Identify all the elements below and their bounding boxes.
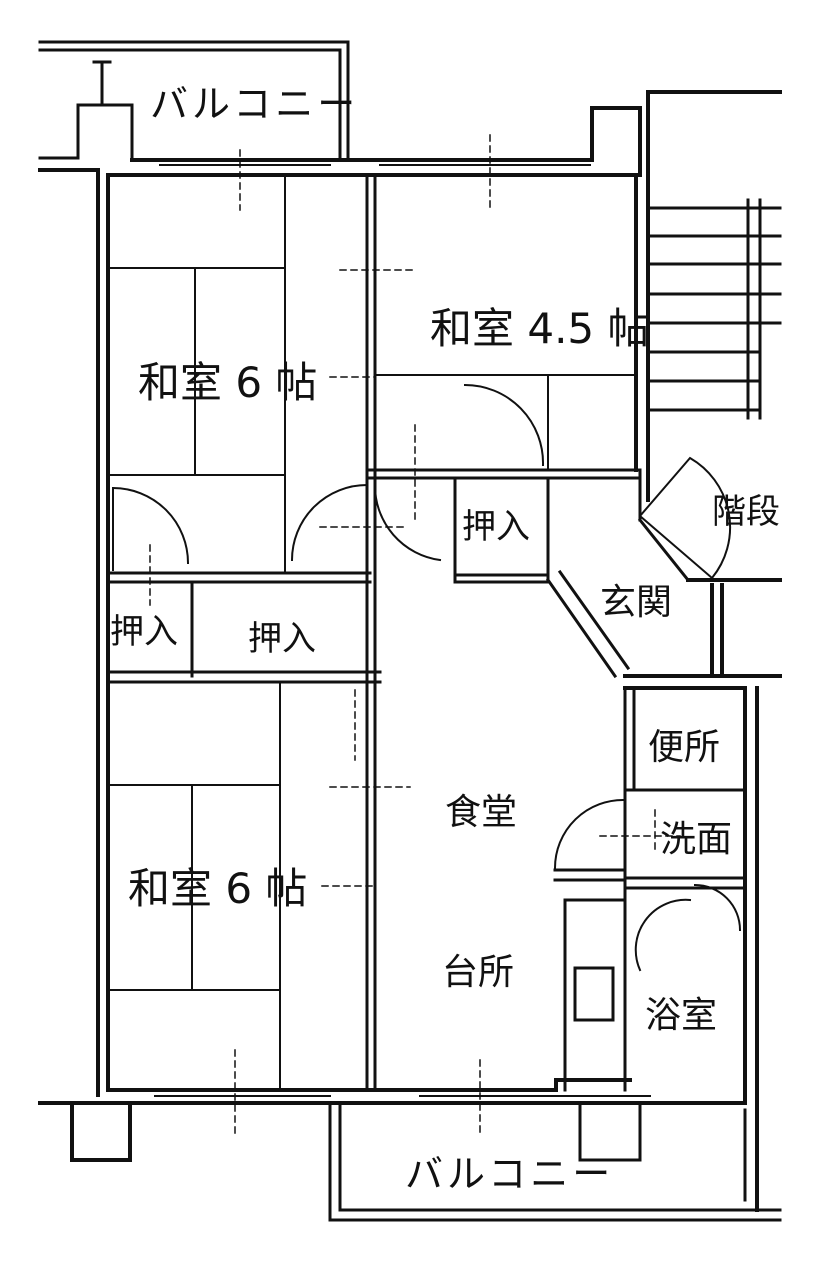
stairs-treads xyxy=(646,198,782,420)
room-washitsu-45-label: 和室 4.5 帖 xyxy=(430,304,650,353)
exterior-walls xyxy=(38,90,782,1212)
closet-45-label: 押入 xyxy=(462,507,530,547)
tatami-lines xyxy=(107,174,637,1091)
entrance-label: 玄関 xyxy=(600,582,673,623)
windows xyxy=(154,164,651,1097)
toilet-label: 便所 xyxy=(648,727,721,768)
north-balcony-outline xyxy=(38,40,350,160)
room-washitsu-6-north-label: 和室 6 帖 xyxy=(138,358,318,407)
washroom-label: 洗面 xyxy=(660,819,733,860)
dining-label: 食堂 xyxy=(445,792,518,833)
south-balcony-outline xyxy=(328,1101,782,1222)
interior-walls xyxy=(106,173,747,1092)
stairs-label: 階段 xyxy=(712,492,780,532)
balcony-north-label: バルコニー xyxy=(150,82,360,126)
room-washitsu-6-south-label: 和室 6 帖 xyxy=(128,864,308,913)
kitchen-label: 台所 xyxy=(442,952,515,993)
dimension-lines xyxy=(149,134,681,1136)
closet-wide-label: 押入 xyxy=(248,619,316,659)
balcony-south-label: バルコニー xyxy=(405,1152,615,1196)
closet-small-label: 押入 xyxy=(110,612,178,652)
door-swings xyxy=(111,383,742,972)
bathroom-label: 浴室 xyxy=(645,995,718,1036)
